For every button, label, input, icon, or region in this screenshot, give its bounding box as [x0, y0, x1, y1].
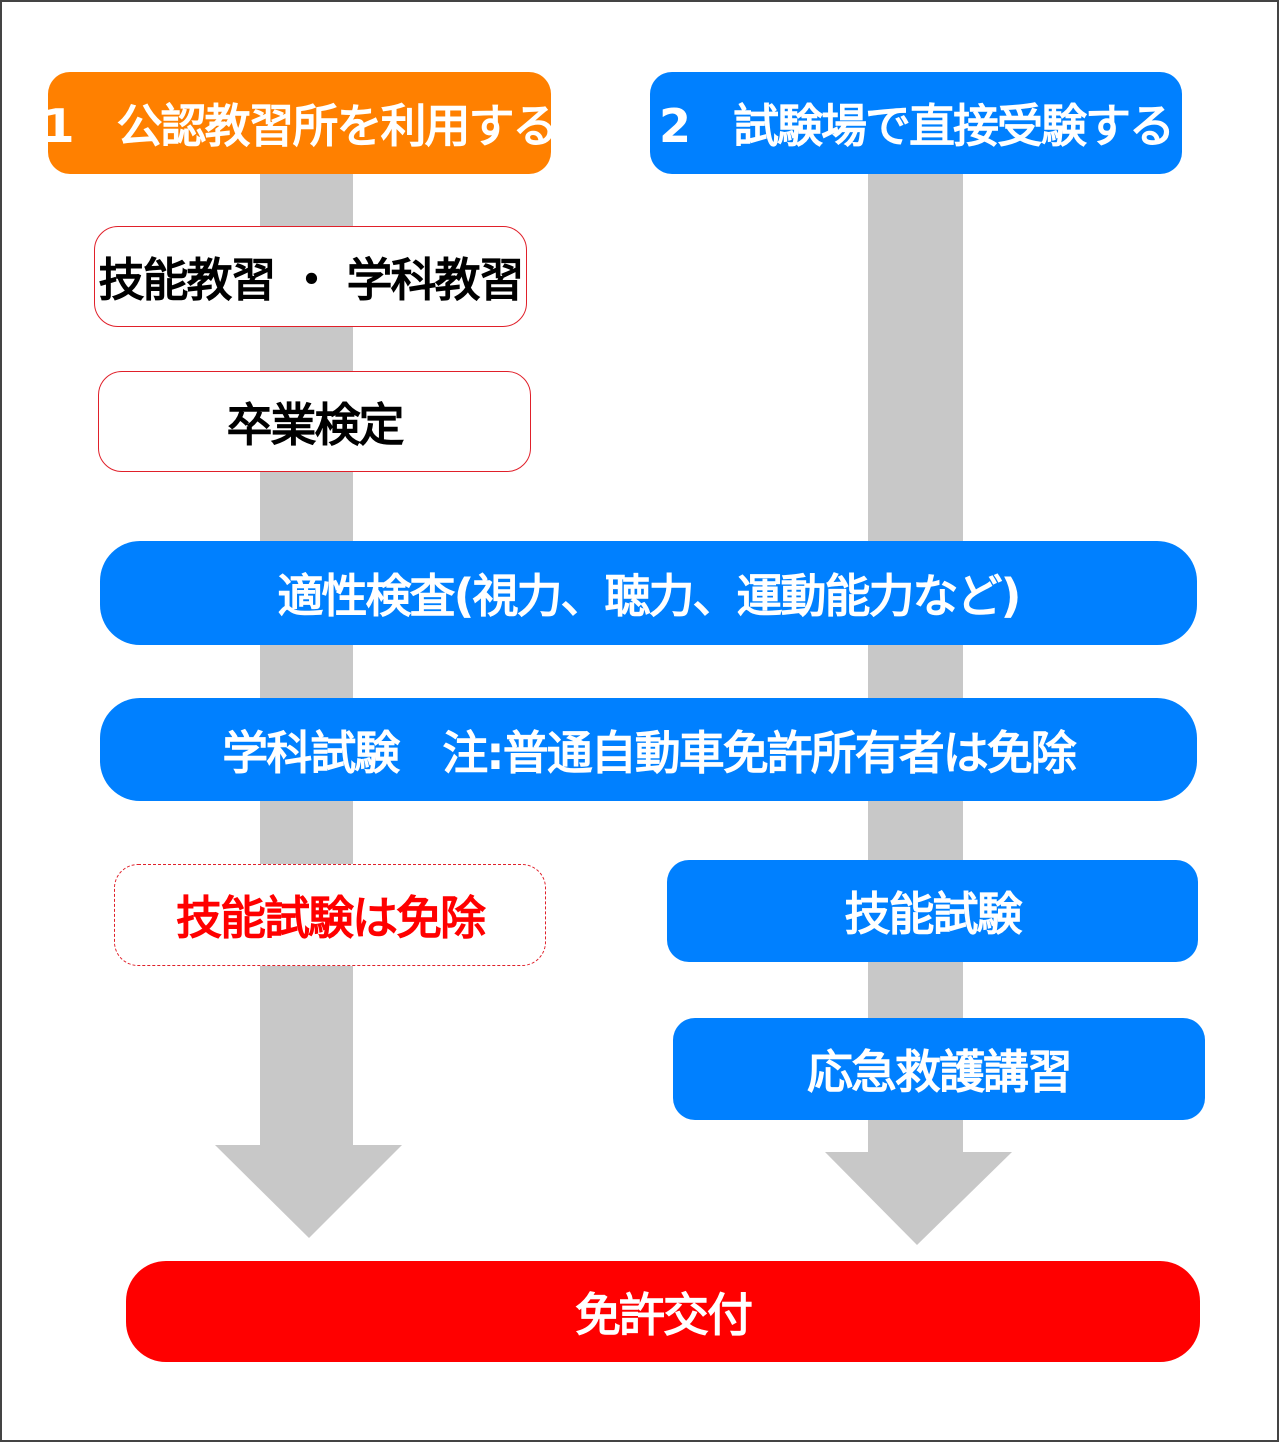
- right-arrow-head: [825, 1152, 1012, 1245]
- left-arrow-head: [215, 1145, 402, 1238]
- step-aptitude-test: 適性検査(視力、聴力、運動能力など): [100, 541, 1197, 645]
- route2-title: 2 試験場で直接受験する: [650, 72, 1182, 174]
- step-first-aid-course: 応急救護講習: [673, 1018, 1205, 1120]
- license-issuance: 免許交付: [126, 1261, 1200, 1362]
- right-arrow-shaft: [868, 170, 963, 1155]
- step-written-test: 学科試験 注:普通自動車免許所有者は免除: [100, 698, 1197, 801]
- step-lessons: 技能教習 ・ 学科教習: [94, 226, 527, 327]
- step-skill-test: 技能試験: [667, 860, 1198, 962]
- skill-test-exempt: 技能試験は免除: [114, 864, 546, 966]
- step-graduation-exam: 卒業検定: [98, 371, 531, 472]
- route1-title: 1 公認教習所を利用する: [43, 72, 559, 174]
- left-arrow-shaft: [260, 170, 353, 1150]
